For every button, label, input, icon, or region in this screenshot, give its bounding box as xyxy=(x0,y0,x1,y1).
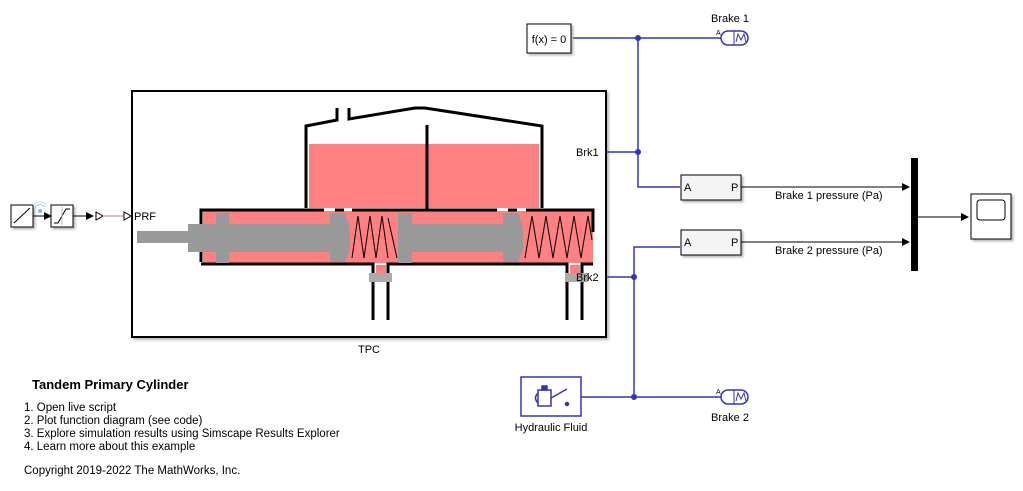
link-explore-results[interactable]: 3. Explore simulation results using Sims… xyxy=(24,428,340,440)
converter-port-icon xyxy=(95,211,105,221)
tpc-block[interactable] xyxy=(131,90,607,338)
brake2-block[interactable] xyxy=(720,389,749,405)
reservoir-fluid xyxy=(309,144,539,208)
link-learn-more[interactable]: 4. Learn more about this example xyxy=(24,441,196,453)
pressure-sensor-1[interactable] xyxy=(680,174,742,201)
pressure-sensor-2[interactable] xyxy=(680,229,742,256)
primary-piston xyxy=(188,224,348,252)
physical-connections[interactable] xyxy=(573,37,722,398)
brake2-name: Brake 2 xyxy=(711,412,749,424)
reservoir-outline xyxy=(304,106,544,208)
spring-icon xyxy=(735,32,747,43)
solver-label: f(x) = 0 xyxy=(532,34,567,46)
brake1-block[interactable] xyxy=(720,30,749,46)
ramp-icon xyxy=(13,207,31,224)
mux-block[interactable] xyxy=(911,158,918,271)
model-title: Tandem Primary Cylinder xyxy=(32,377,189,392)
sensor1-port-p: P xyxy=(731,182,738,194)
saturation-block[interactable] xyxy=(50,204,74,228)
signal-label-2: Brake 2 pressure (Pa) xyxy=(775,245,883,257)
wireless-icon xyxy=(32,201,48,213)
solver-configuration-block[interactable] xyxy=(526,23,572,54)
input-port-icon xyxy=(123,211,133,221)
brake1-name: Brake 1 xyxy=(711,13,749,25)
brake1-port-label: A xyxy=(716,30,721,37)
link-plot-function-diagram[interactable]: 2. Plot function diagram (see code) xyxy=(24,415,203,427)
sensor1-port-a: A xyxy=(684,182,692,194)
link-open-live-script[interactable]: 1. Open live script xyxy=(24,402,117,414)
spring-1 xyxy=(351,215,389,259)
copyright: Copyright 2019-2022 The MathWorks, Inc. xyxy=(24,465,241,477)
sensor2-port-a: A xyxy=(684,237,692,249)
hydraulic-fluid-name: Hydraulic Fluid xyxy=(515,422,588,434)
tpc-block-name: TPC xyxy=(358,344,380,356)
port-label-prf: PRF xyxy=(134,211,156,223)
spring-icon xyxy=(735,391,747,402)
spring-2 xyxy=(524,215,593,259)
port-label-brk1: Brk1 xyxy=(576,147,599,159)
oil-can-icon xyxy=(534,385,570,407)
port-label-brk2: Brk2 xyxy=(576,272,599,284)
scope-icon xyxy=(976,199,1006,221)
brake2-port-label: A xyxy=(716,389,721,396)
scope-block[interactable] xyxy=(970,193,1012,240)
signal-label-1: Brake 1 pressure (Pa) xyxy=(775,190,883,202)
hydraulic-fluid-block[interactable] xyxy=(520,376,582,417)
ramp-block[interactable] xyxy=(10,204,34,228)
sensor2-port-p: P xyxy=(731,237,738,249)
pushrod xyxy=(137,231,189,243)
